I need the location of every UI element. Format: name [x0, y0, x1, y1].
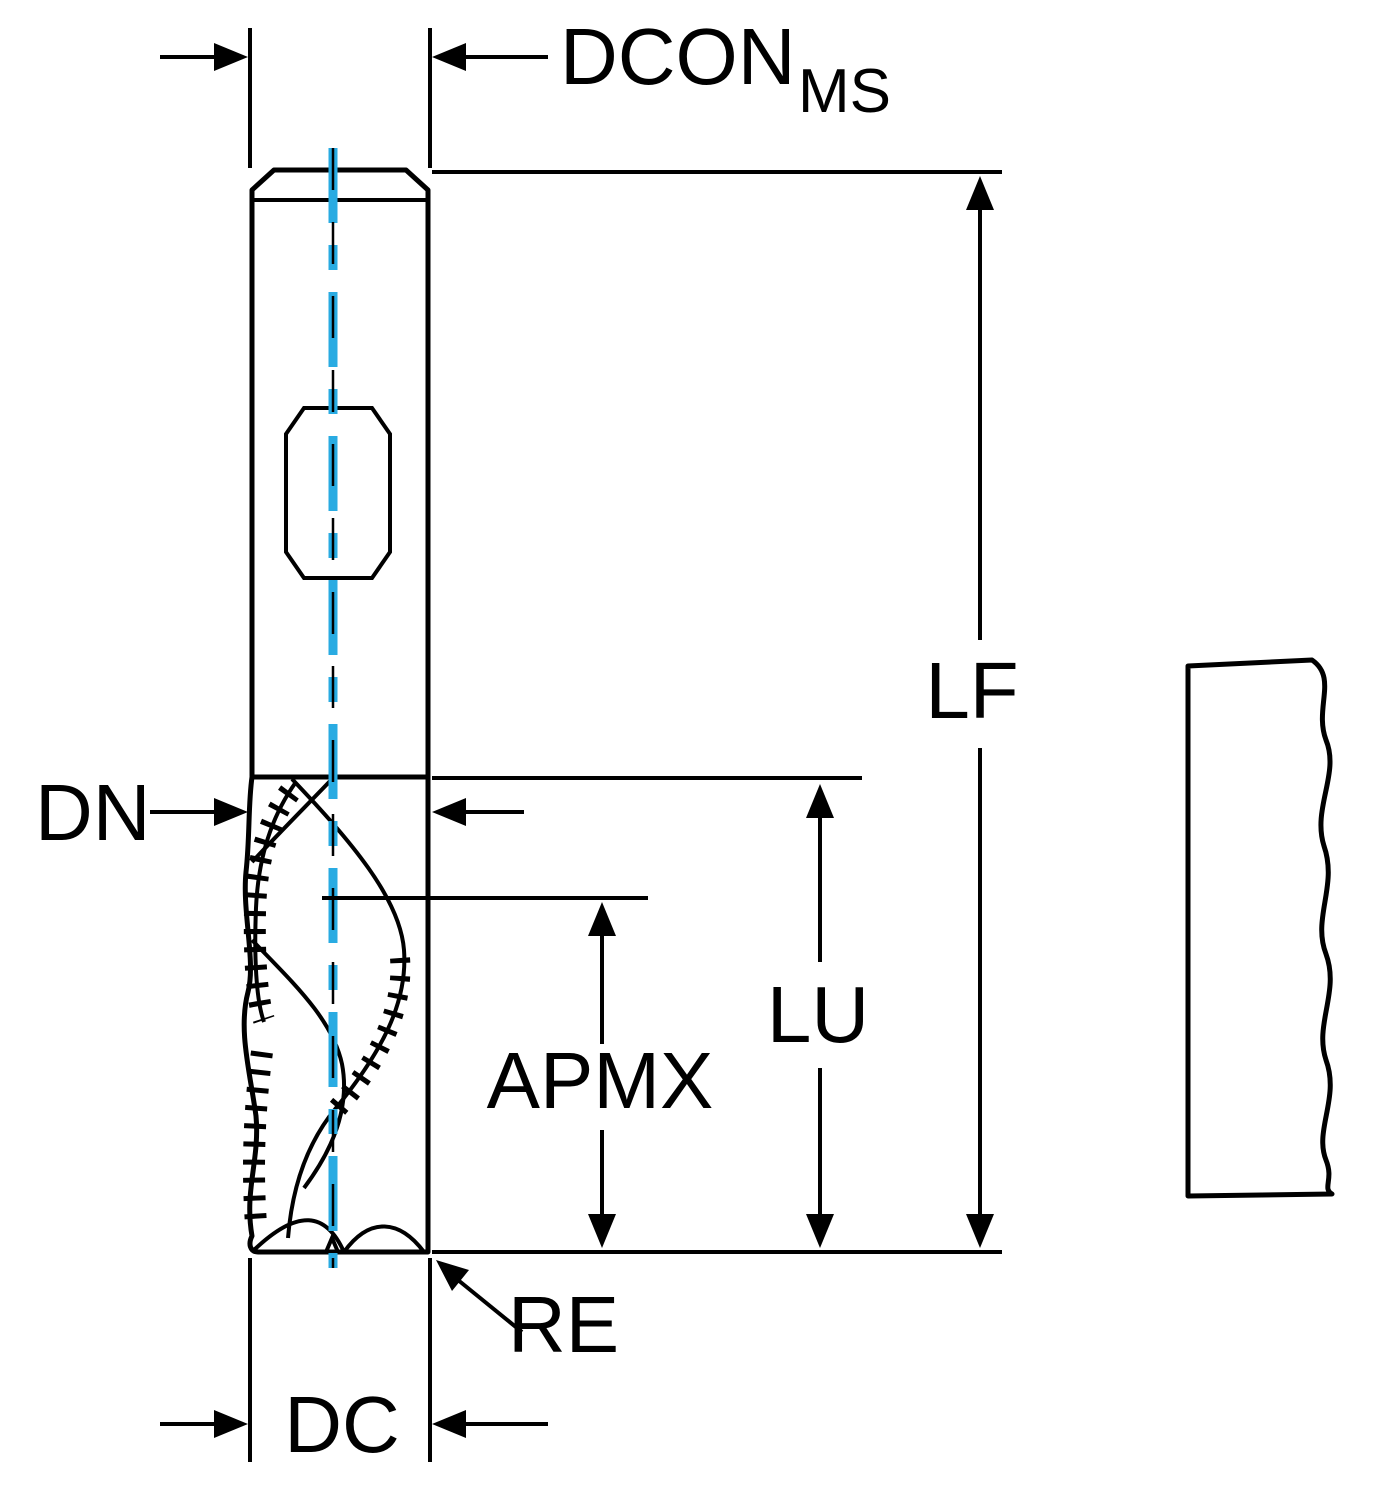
label-lu: LU [767, 970, 869, 1059]
label-re: RE [508, 1280, 619, 1369]
label-dcon: DCON [560, 12, 796, 101]
flute-helix-curve-3 [250, 777, 334, 864]
end-tooth-line-1 [252, 1218, 346, 1253]
tool-shank [249, 167, 431, 780]
dimension-dc: DC [160, 1258, 548, 1469]
label-apmx: APMX [487, 1036, 714, 1125]
flute-section [241, 774, 431, 1255]
flute-helix-curve-1 [286, 777, 407, 1239]
label-dcon-subscript: MS [798, 57, 891, 126]
flute-serration-hatch-2 [243, 1050, 273, 1225]
dimension-re: RE [436, 1260, 619, 1369]
weldon-flat [284, 406, 392, 580]
flute-inner-edge [253, 780, 298, 1023]
flute-serration-hatch-3 [328, 957, 411, 1117]
dimension-lf: LF [432, 170, 1019, 1254]
workpiece-profile [1185, 657, 1335, 1199]
tip-notch [324, 1232, 340, 1253]
flute-serration-hatch-1 [243, 785, 299, 1024]
label-dn: DN [35, 768, 151, 857]
label-lf: LF [925, 646, 1018, 735]
dimension-lu: LU [432, 776, 869, 1248]
end-tooth-line-2 [342, 1224, 426, 1254]
flute-helix-curve-2 [250, 938, 347, 1190]
dimension-dn: DN [35, 768, 524, 857]
dimension-apmx: APMX [322, 896, 714, 1248]
label-dc: DC [284, 1380, 400, 1469]
dimension-dcon: DCON MS [160, 12, 891, 168]
